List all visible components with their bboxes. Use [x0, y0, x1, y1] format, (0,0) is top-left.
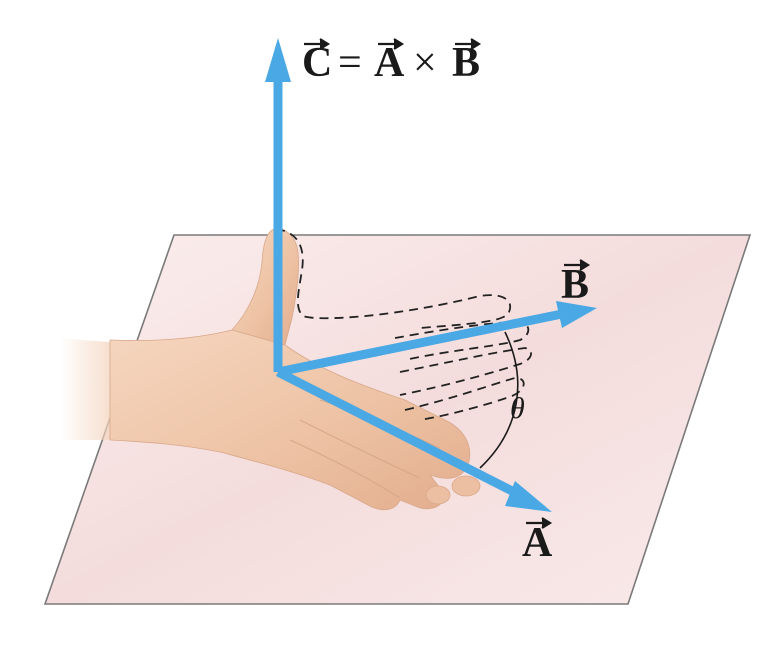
vector-a-arrow [275, 367, 552, 512]
equation-label: C = A × B [302, 38, 482, 86]
angle-theta-arc [479, 331, 519, 469]
vector-a-label-group: A [522, 517, 553, 566]
label-b-in-equation: B [452, 40, 480, 86]
palm [109, 329, 471, 511]
cross-sign: × [413, 40, 437, 86]
label-a-in-equation: A [374, 40, 405, 86]
vector-b-arrow [277, 301, 597, 377]
equals-sign: = [338, 40, 362, 86]
vector-b-label-group: B [561, 259, 591, 308]
label-b: B [561, 262, 589, 308]
label-theta: θ [510, 392, 525, 425]
curled-fingers-outline [275, 228, 532, 421]
label-c: C [302, 40, 332, 86]
vector-c-arrow [265, 38, 291, 372]
label-a: A [522, 520, 553, 566]
